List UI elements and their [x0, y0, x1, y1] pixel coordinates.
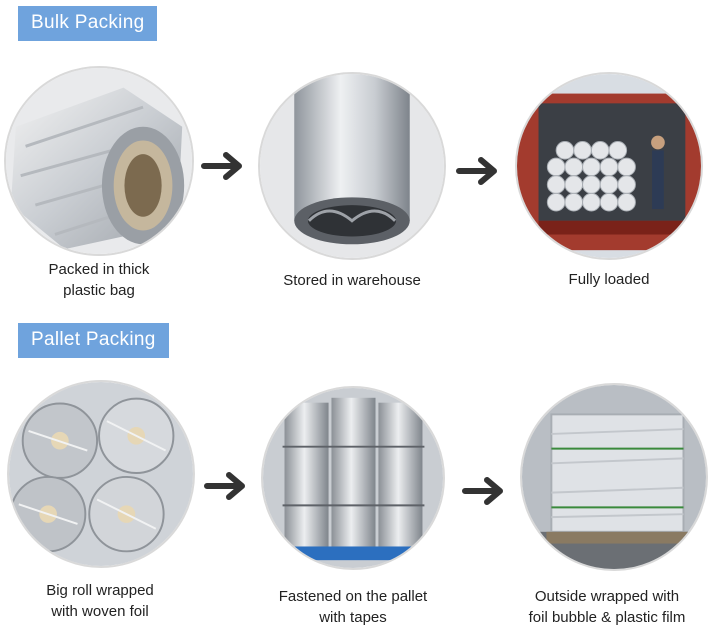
caption-line: Stored in warehouse: [283, 272, 421, 289]
photo-container-fully-loaded: [515, 72, 703, 260]
photo-roll-in-plastic-bag: [4, 66, 194, 256]
arrow-right-icon: [455, 155, 501, 187]
caption-pallet-step-2: Fastened on the pallet with tapes: [243, 586, 463, 628]
caption-bulk-step-2: Stored in warehouse: [247, 270, 457, 291]
photo-pallet-wrapped-film: [520, 383, 708, 571]
caption-line: plastic bag: [63, 282, 135, 299]
caption-line: foil bubble & plastic film: [528, 609, 686, 626]
caption-pallet-step-1: Big roll wrapped with woven foil: [0, 580, 200, 622]
caption-line: Packed in thick: [48, 261, 150, 278]
caption-bulk-step-3: Fully loaded: [509, 269, 709, 290]
photo-rolls-on-pallet: [261, 386, 445, 570]
arrow-right-icon: [200, 150, 246, 182]
caption-bulk-step-1: Packed in thick plastic bag: [4, 259, 194, 301]
caption-pallet-step-3: Outside wrapped with foil bubble & plast…: [504, 586, 710, 628]
pallet-packing-title: Pallet Packing: [18, 323, 169, 358]
caption-line: Big roll wrapped: [46, 582, 154, 599]
photo-roll-in-warehouse: [258, 72, 446, 260]
caption-line: with tapes: [319, 609, 387, 626]
arrow-right-icon: [461, 475, 507, 507]
bulk-packing-title: Bulk Packing: [18, 6, 158, 41]
caption-line: with woven foil: [51, 603, 149, 620]
arrow-right-icon: [203, 470, 249, 502]
caption-line: Fastened on the pallet: [278, 588, 428, 605]
photo-rolls-woven-foil: [7, 380, 195, 568]
caption-line: Outside wrapped with: [534, 588, 680, 605]
caption-line: Fully loaded: [568, 271, 650, 288]
